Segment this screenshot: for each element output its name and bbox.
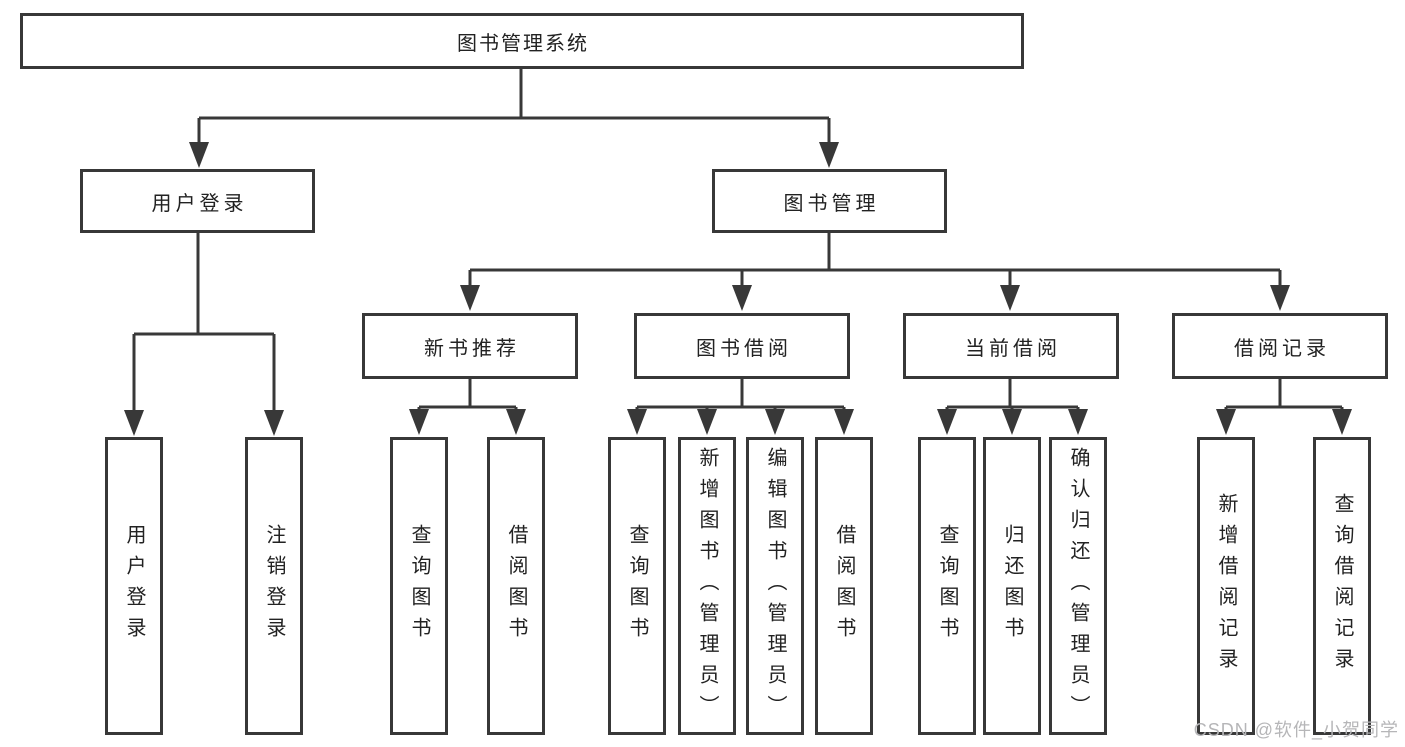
leaf-query-books-recommend: 查询图书 bbox=[390, 437, 448, 735]
leaf-query-books-recommend-label: 查询图书 bbox=[408, 524, 430, 648]
leaf-confirm-return-admin-label: 确认归还（管理员） bbox=[1067, 446, 1089, 726]
leaf-borrow-books-label: 借阅图书 bbox=[833, 524, 855, 648]
leaf-query-books-current: 查询图书 bbox=[918, 437, 976, 735]
leaf-add-borrow-record-label: 新增借阅记录 bbox=[1215, 493, 1237, 679]
leaf-edit-books-admin: 编辑图书（管理员） bbox=[746, 437, 804, 735]
node-book-management: 图书管理 bbox=[712, 169, 947, 233]
csdn-watermark: CSDN @软件_小贺同学 bbox=[1193, 720, 1399, 740]
node-current-borrowing: 当前借阅 bbox=[903, 313, 1119, 379]
node-new-book-recommendation: 新书推荐 bbox=[362, 313, 578, 379]
leaf-logout-label: 注销登录 bbox=[263, 524, 285, 648]
leaf-add-books-admin-label: 新增图书（管理员） bbox=[696, 446, 718, 726]
leaf-confirm-return-admin: 确认归还（管理员） bbox=[1049, 437, 1107, 735]
leaf-query-books-current-label: 查询图书 bbox=[936, 524, 958, 648]
leaf-query-borrow-record-label: 查询借阅记录 bbox=[1331, 493, 1353, 679]
leaf-user-login-label: 用户登录 bbox=[123, 524, 145, 648]
leaf-query-borrow-record: 查询借阅记录 bbox=[1313, 437, 1371, 735]
leaf-add-borrow-record: 新增借阅记录 bbox=[1197, 437, 1255, 735]
leaf-query-books-borrowing: 查询图书 bbox=[608, 437, 666, 735]
leaf-add-books-admin: 新增图书（管理员） bbox=[678, 437, 736, 735]
node-book-borrowing: 图书借阅 bbox=[634, 313, 850, 379]
leaf-borrow-books-recommend: 借阅图书 bbox=[487, 437, 545, 735]
leaf-return-books: 归还图书 bbox=[983, 437, 1041, 735]
node-root-system: 图书管理系统 bbox=[20, 13, 1024, 69]
node-borrowing-records: 借阅记录 bbox=[1172, 313, 1388, 379]
leaf-query-books-borrowing-label: 查询图书 bbox=[626, 524, 648, 648]
node-user-login: 用户登录 bbox=[80, 169, 315, 233]
leaf-borrow-books: 借阅图书 bbox=[815, 437, 873, 735]
leaf-logout: 注销登录 bbox=[245, 437, 303, 735]
leaf-user-login: 用户登录 bbox=[105, 437, 163, 735]
leaf-borrow-books-recommend-label: 借阅图书 bbox=[505, 524, 527, 648]
leaf-return-books-label: 归还图书 bbox=[1001, 524, 1023, 648]
leaf-edit-books-admin-label: 编辑图书（管理员） bbox=[764, 446, 786, 726]
